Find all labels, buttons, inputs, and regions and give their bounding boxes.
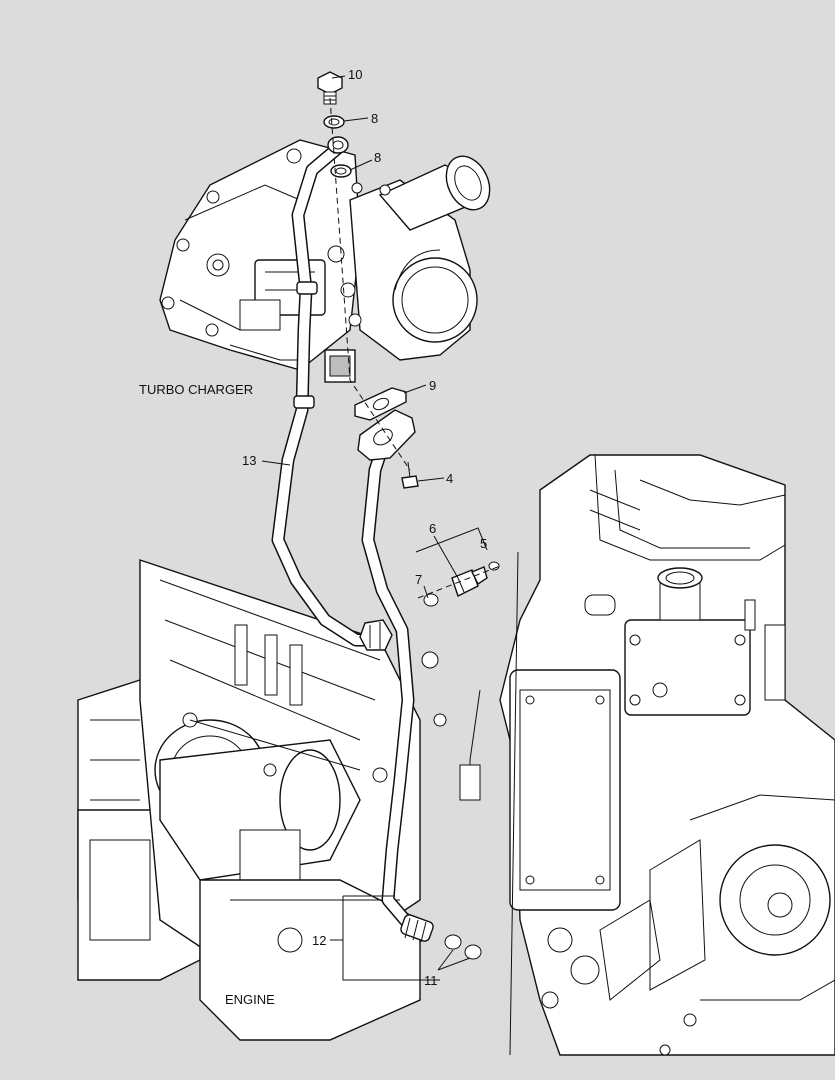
sealing-washer-8-lower (330, 164, 352, 178)
callout-8-lower: 8 (374, 150, 381, 165)
callout-5: 5 (480, 536, 487, 551)
callout-7: 7 (415, 572, 422, 587)
engine-label: ENGINE (225, 992, 275, 1007)
intake-and-starter (77, 559, 481, 1041)
o-ring-11-b (464, 944, 482, 960)
engine-assembly (499, 454, 835, 1056)
capscrew-4 (401, 461, 419, 489)
o-ring-5 (488, 561, 500, 571)
gasket-9 (354, 387, 407, 421)
callout-12: 12 (312, 933, 326, 948)
turbocharger-assembly (159, 139, 491, 383)
sealing-washer-8-upper (323, 115, 345, 129)
callout-10: 10 (348, 67, 362, 82)
callout-6: 6 (429, 521, 436, 536)
adapter-6 (451, 566, 488, 597)
callout-13: 13 (242, 453, 256, 468)
o-ring-7 (423, 593, 439, 607)
o-ring-11-a (444, 934, 462, 950)
callout-4: 4 (446, 471, 453, 486)
oil-drain-tube (357, 409, 434, 943)
turbo-charger-label: TURBO CHARGER (139, 382, 253, 397)
callout-9: 9 (429, 378, 436, 393)
callout-11: 11 (424, 973, 438, 988)
callout-8-upper: 8 (371, 111, 378, 126)
leader-lines (261, 75, 519, 1056)
oil-supply-tube (271, 136, 393, 651)
